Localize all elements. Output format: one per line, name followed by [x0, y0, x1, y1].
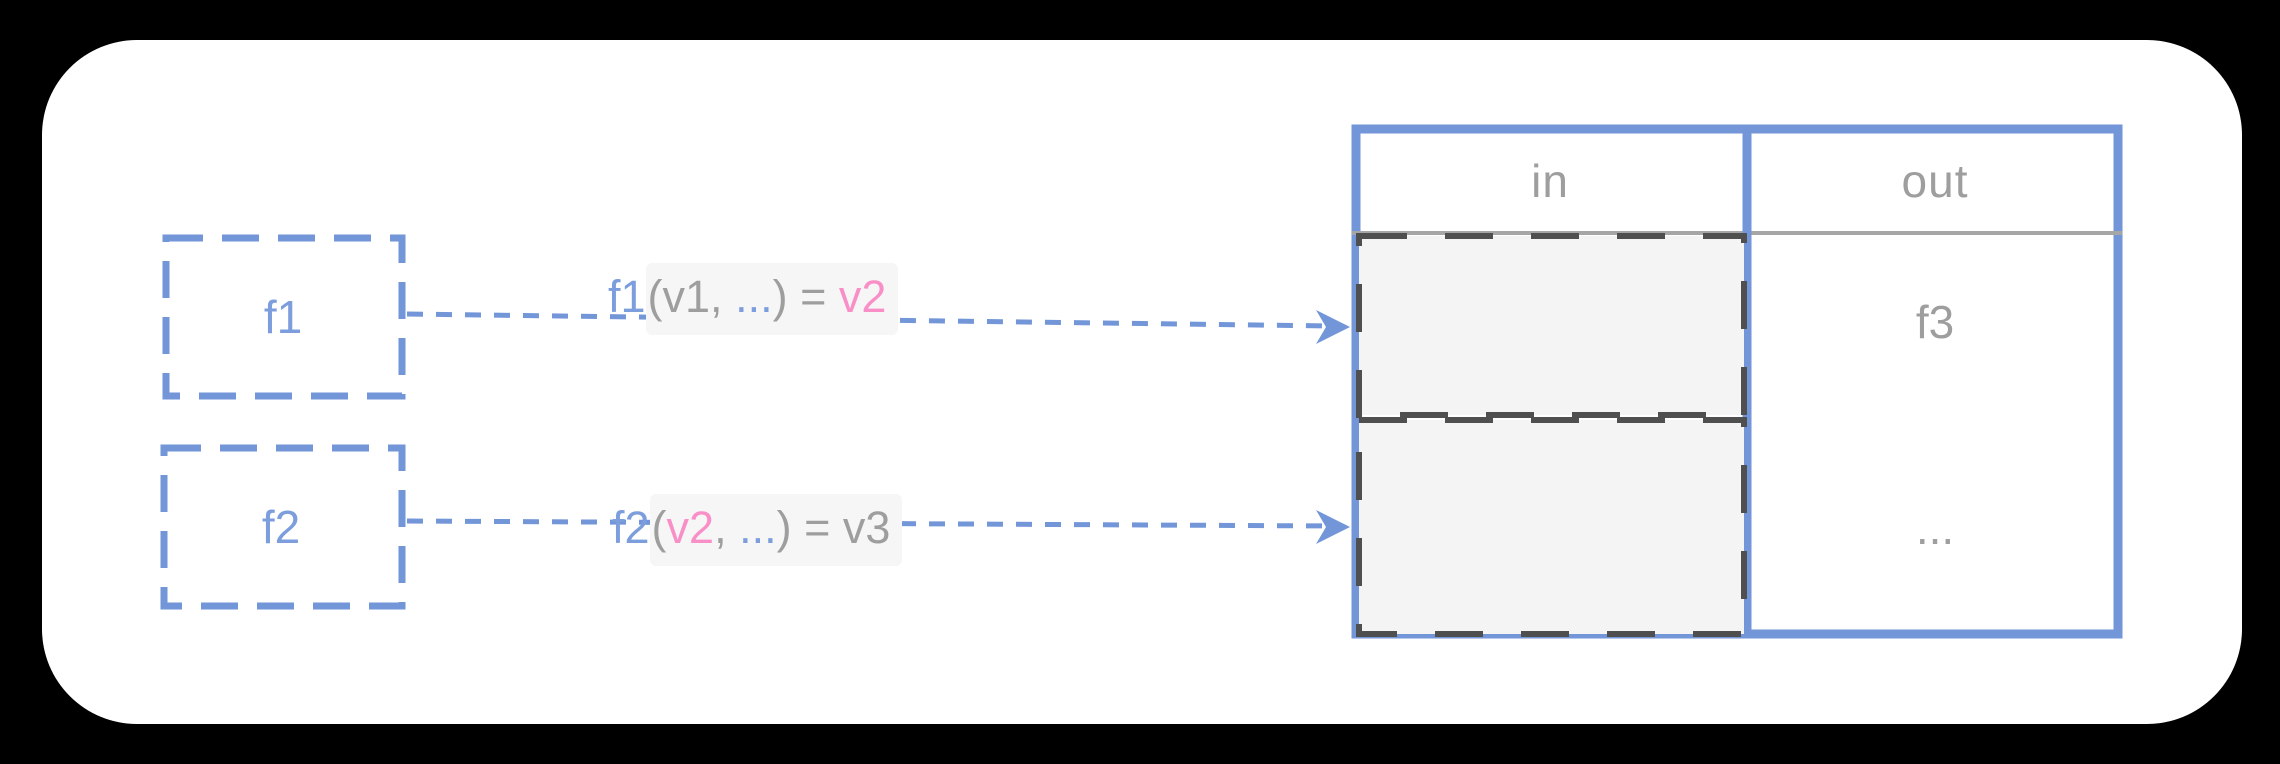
in-cell-row2: [1356, 417, 1747, 637]
arrow-f1-head-icon: [1316, 310, 1350, 344]
arrow-f2-line: [406, 518, 1335, 529]
edge2-fn-name: f2: [612, 502, 650, 553]
table-cell-out-row1: f3: [1915, 296, 1955, 348]
edge2-arg: v2: [666, 502, 715, 553]
in-cell-row1: [1356, 233, 1747, 418]
f1-node-label: f1: [263, 291, 303, 343]
edge2-result: v3: [842, 502, 891, 553]
f2-node-label: f2: [261, 501, 301, 553]
table-cell-out-row2: ...: [1915, 502, 1955, 554]
edge1-result: v2: [838, 271, 887, 322]
arrow-f2-head-icon: [1316, 510, 1350, 544]
table-header-in: in: [1531, 155, 1569, 207]
edge1-ellipsis: ...: [735, 271, 773, 322]
edge2-equals: ) =: [776, 502, 843, 553]
edge1-label-bg: (v1, ... ) = v2: [645, 263, 899, 335]
edge-label-f2: f2 ( v2 , ... ) = v3: [612, 494, 903, 566]
edge1-fn-name: f1: [608, 271, 646, 322]
table-header-out: out: [1901, 155, 1969, 207]
edge2-ellipsis: ...: [739, 502, 777, 553]
edge2-label-bg: ( v2 , ... ) = v3: [649, 494, 903, 566]
edge1-equals: ) =: [772, 271, 839, 322]
f1-node-box: [162, 234, 406, 400]
edge-label-f1: f1 (v1, ... ) = v2: [608, 263, 899, 335]
arrow-f1-line: [406, 311, 1335, 329]
edge2-comma: ,: [714, 502, 740, 553]
f2-node-box: [160, 444, 406, 610]
edge2-open-paren: (: [651, 502, 667, 553]
edge1-args: (v1,: [647, 271, 736, 322]
